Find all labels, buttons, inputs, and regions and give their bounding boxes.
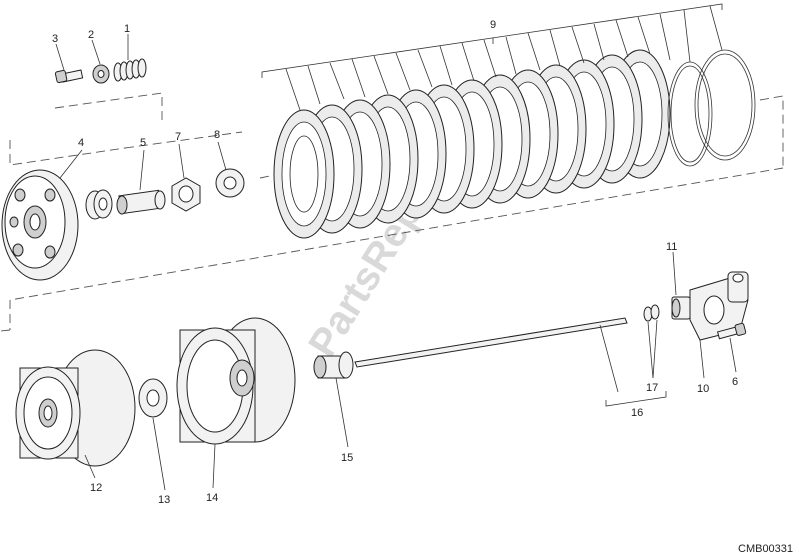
callout-14: 14 [206, 492, 218, 504]
callout-9: 9 [490, 19, 496, 31]
part-16-pushrod [354, 317, 628, 368]
part-12-inner-hub [15, 349, 136, 467]
callout-3: 3 [52, 33, 58, 45]
callout-1: 1 [124, 23, 130, 35]
callout-10: 10 [697, 383, 709, 395]
callout-15: 15 [341, 452, 353, 464]
callout-12: 12 [90, 482, 102, 494]
bearing [85, 189, 113, 220]
part-1-spring [113, 58, 147, 82]
part-3-bolt [54, 69, 84, 84]
part-2-washer [92, 64, 110, 84]
leader-lines [55, 3, 737, 491]
callout-5: 5 [140, 137, 146, 149]
callout-16: 16 [631, 407, 643, 419]
callout-13: 13 [158, 494, 170, 506]
retaining-rings [667, 49, 756, 167]
part-15-bushing [313, 351, 354, 379]
part-11-piston [671, 296, 691, 320]
callout-2: 2 [88, 29, 94, 41]
part-6-bolt [716, 322, 747, 340]
part-4-pressure-plate [1, 169, 79, 281]
assembly-frames [0, 92, 784, 332]
callout-7: 7 [175, 131, 181, 143]
part-14-clutch-basket [176, 317, 296, 445]
part-7-nut [171, 177, 201, 212]
callout-labels: 3 2 1 9 4 5 7 8 11 6 10 17 16 12 13 14 1… [52, 19, 738, 506]
callout-8: 8 [214, 129, 220, 141]
part-8-washer [215, 168, 245, 198]
drawing-code: CMB00331 [738, 543, 793, 555]
callout-4: 4 [78, 137, 84, 149]
part-5-sleeve [116, 189, 166, 215]
part-13-thrust-washer [138, 378, 168, 418]
callout-11: 11 [666, 241, 677, 253]
part-10-slave-cylinder [689, 271, 749, 341]
part-17-seals [643, 304, 660, 322]
callout-6: 6 [732, 376, 738, 388]
callout-17: 17 [646, 382, 658, 394]
part-9-clutch-plate-stack [273, 49, 671, 239]
